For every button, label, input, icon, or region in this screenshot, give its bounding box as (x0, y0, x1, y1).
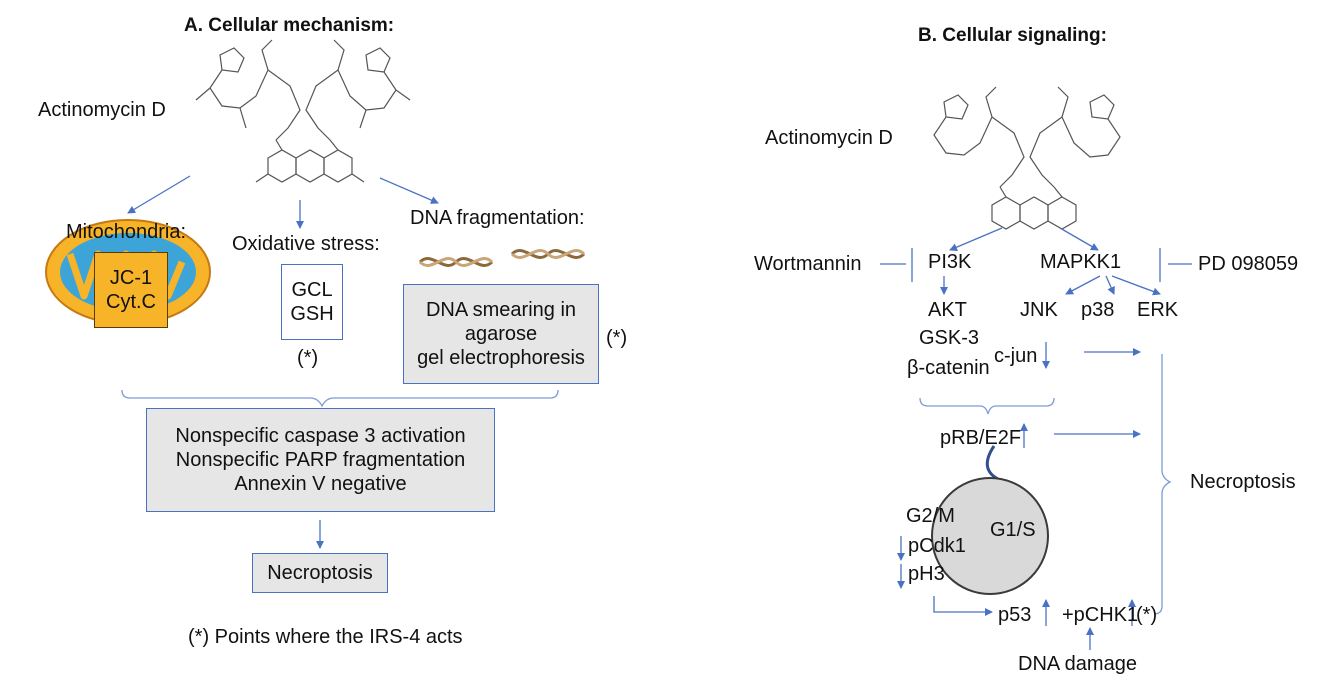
prb-e2f-label: pRB/E2F (940, 427, 1022, 449)
actinomycin-structure-a (195, 39, 411, 183)
p53-label: p53 (998, 604, 1032, 626)
oxidative-note: (*) (297, 347, 319, 369)
oxidative-markers-box: GCL GSH (281, 264, 343, 340)
g2m-label: G2/M (906, 505, 955, 527)
dna-smearing-box: DNA smearing in agarose gel electrophore… (403, 284, 599, 384)
oxidative-stress-label: Oxidative stress: (232, 233, 380, 255)
ph3-label: pH3 (908, 563, 945, 585)
g1s-label: G1/S (990, 519, 1036, 541)
dna-fragmentation-label: DNA fragmentation: (410, 207, 585, 229)
effects-box: Nonspecific caspase 3 activation Nonspec… (146, 408, 495, 512)
actinomycin-structure-b (933, 86, 1121, 230)
effect-caspase: Nonspecific caspase 3 activation (175, 425, 466, 447)
marker-cytc: Cyt.C (106, 291, 156, 313)
actinomycin-label-b: Actinomycin D (765, 127, 893, 149)
p38-label: p38 (1081, 299, 1115, 321)
dna-line-3: gel electrophoresis (417, 347, 585, 369)
necroptosis-label-b: Necroptosis (1190, 471, 1296, 493)
mitochondria-markers-box: JC-1 Cyt.C (94, 252, 168, 328)
mitochondria-label: Mitochondria: (66, 221, 187, 243)
footnote: (*) Points where the IRS-4 acts (188, 626, 463, 648)
dna-damage-label: DNA damage (1018, 653, 1137, 675)
wortmannin-label: Wortmannin (754, 253, 862, 275)
mapkk1-label: MAPKK1 (1040, 251, 1122, 273)
cell-cycle-circle (931, 477, 1049, 595)
akt-label: AKT (928, 299, 967, 321)
marker-gcl: GCL (291, 279, 333, 301)
pi3k-label: PI3K (928, 251, 972, 273)
marker-gsh: GSH (290, 303, 334, 325)
beta-catenin-label: β-catenin (907, 357, 990, 379)
pd098059-label: PD 098059 (1198, 253, 1299, 275)
actinomycin-label-a: Actinomycin D (38, 99, 166, 121)
erk-label: ERK (1137, 299, 1179, 321)
panel-b-title: B. Cellular signaling: (918, 25, 1107, 46)
jnk-label: JNK (1020, 299, 1058, 321)
dna-line-1: DNA smearing in (425, 299, 577, 321)
dna-line-2: agarose (464, 323, 538, 345)
panel-a-title: A. Cellular mechanism: (184, 15, 395, 36)
effect-annexin: Annexin V negative (234, 473, 407, 495)
necroptosis-box-a: Necroptosis (252, 553, 388, 593)
effect-parp: Nonspecific PARP fragmentation (175, 449, 466, 471)
gsk3-label: GSK-3 (919, 327, 980, 349)
marker-jc1: JC-1 (109, 267, 153, 289)
dna-helix-graphic (418, 249, 586, 267)
pcdk1-label: pCdk1 (908, 535, 966, 557)
panel-b-note: (*) (1136, 604, 1158, 626)
cjun-label: c-jun (994, 345, 1038, 367)
pchk1-label: +pCHK1 (1062, 604, 1139, 626)
dna-note: (*) (606, 327, 628, 349)
